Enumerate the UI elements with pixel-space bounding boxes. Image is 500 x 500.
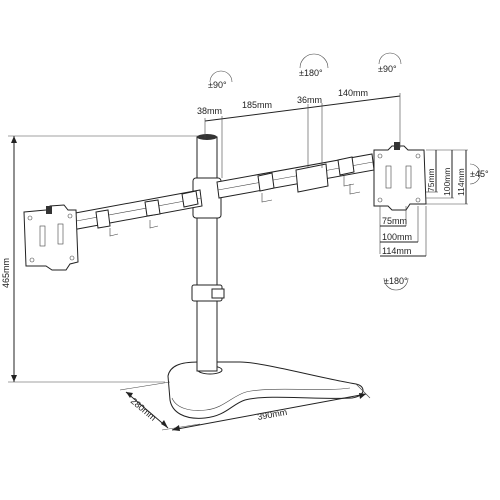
left-plate-screw xyxy=(46,206,52,214)
base-depth-arrow-1 xyxy=(126,392,133,398)
rotation-right-label: ±90° xyxy=(378,64,397,74)
left-plate-hole-2 xyxy=(67,213,73,219)
right-plate-slot-1 xyxy=(385,165,392,189)
base-width-ext xyxy=(355,383,371,399)
left-arm-joint-3 xyxy=(181,190,199,208)
base-width-label: 390mm xyxy=(257,407,288,422)
height-arrow-top xyxy=(11,136,17,143)
rotate-label: ±180° xyxy=(384,276,408,286)
left-plate-slot-2 xyxy=(57,223,64,245)
top-dimensions: 38mm 185mm 36mm 140mm xyxy=(197,88,401,178)
tilt-label: ±45° xyxy=(470,169,489,179)
left-arm-seam xyxy=(70,197,202,223)
left-cable-clip-2 xyxy=(149,220,159,229)
rotate-marker: ±180° xyxy=(383,276,409,291)
right-plate-hole-3 xyxy=(377,197,383,203)
left-plate-hole-1 xyxy=(27,215,33,221)
pole-body xyxy=(196,136,218,372)
rotation-arc-right xyxy=(378,52,402,65)
base-width-arrow-2 xyxy=(359,393,366,399)
rotation-arc-left xyxy=(209,70,233,83)
top-dim-185: 185mm xyxy=(242,100,272,110)
right-plate-slot-2 xyxy=(405,165,412,189)
vesa-h-75: 75mm xyxy=(382,216,407,226)
vesa-v-75: 75mm xyxy=(426,168,436,192)
right-cable-clip-1 xyxy=(261,193,273,203)
base-edge xyxy=(171,387,351,411)
rotation-marker-center: ±180° xyxy=(299,53,329,78)
pole-cap xyxy=(197,134,217,140)
vesa-v-114: 114mm xyxy=(456,168,466,196)
base-width-arrow-1 xyxy=(172,425,180,431)
left-cable-clip-1 xyxy=(109,228,119,237)
height-label: 465mm xyxy=(1,258,11,288)
tilt-marker: ±45° xyxy=(469,163,489,185)
right-plate-screw xyxy=(394,142,400,150)
right-plate-hole-2 xyxy=(415,153,421,159)
top-dim-36: 36mm xyxy=(297,95,322,105)
vesa-h-100: 100mm xyxy=(382,232,412,242)
rotation-arc-center xyxy=(299,53,329,69)
left-arm-joint-2 xyxy=(144,199,161,217)
height-dimension: 465mm xyxy=(1,135,205,383)
clamp-knob xyxy=(211,288,225,299)
vesa-horizontal-dimensions: 75mm 100mm 114mm xyxy=(379,206,427,257)
left-plate-hole-3 xyxy=(29,257,35,263)
tilt-arc xyxy=(469,163,481,185)
top-dim-line xyxy=(204,95,401,122)
right-arm-joint-2 xyxy=(337,156,355,176)
right-arm xyxy=(216,153,375,203)
left-plate-hole-4 xyxy=(69,255,75,261)
base-depth-label: 280mm xyxy=(129,396,158,423)
base-depth-arrow-2 xyxy=(161,420,168,428)
top-dim-140: 140mm xyxy=(338,88,368,98)
vesa-v-100: 100mm xyxy=(442,168,452,196)
right-cable-clip-2 xyxy=(343,176,355,187)
right-arm-joint-1 xyxy=(257,172,275,192)
right-plate-hole-4 xyxy=(415,197,421,203)
left-arm-joint-1 xyxy=(95,209,111,229)
base-depth-ext-1 xyxy=(119,381,171,391)
base-depth-ext-2 xyxy=(161,423,201,431)
top-dim-38: 38mm xyxy=(197,106,222,116)
vesa-h-114: 114mm xyxy=(382,246,411,256)
rotation-marker-left: ±90° xyxy=(208,70,233,90)
left-arm xyxy=(69,189,203,237)
base-depth-line xyxy=(125,391,169,429)
left-vesa-plate xyxy=(23,204,79,271)
base-width-line xyxy=(171,393,367,431)
rotation-marker-right: ±90° xyxy=(378,52,402,74)
vertical-pole xyxy=(191,134,225,372)
right-elbow xyxy=(295,163,329,193)
right-vesa-plate xyxy=(373,142,427,211)
right-plate-hole-1 xyxy=(377,153,383,159)
base-plate xyxy=(167,361,364,419)
left-plate-slot-1 xyxy=(39,225,46,247)
rotation-left-label: ±90° xyxy=(208,80,227,90)
vesa-vertical-dimensions: 75mm 100mm 114mm xyxy=(426,149,468,205)
height-arrow-bottom xyxy=(11,375,17,382)
rotate-arc xyxy=(383,277,409,291)
rotation-center-label: ±180° xyxy=(299,68,323,78)
left-plate-body xyxy=(23,204,79,271)
right-cable-clip-3 xyxy=(349,184,361,195)
